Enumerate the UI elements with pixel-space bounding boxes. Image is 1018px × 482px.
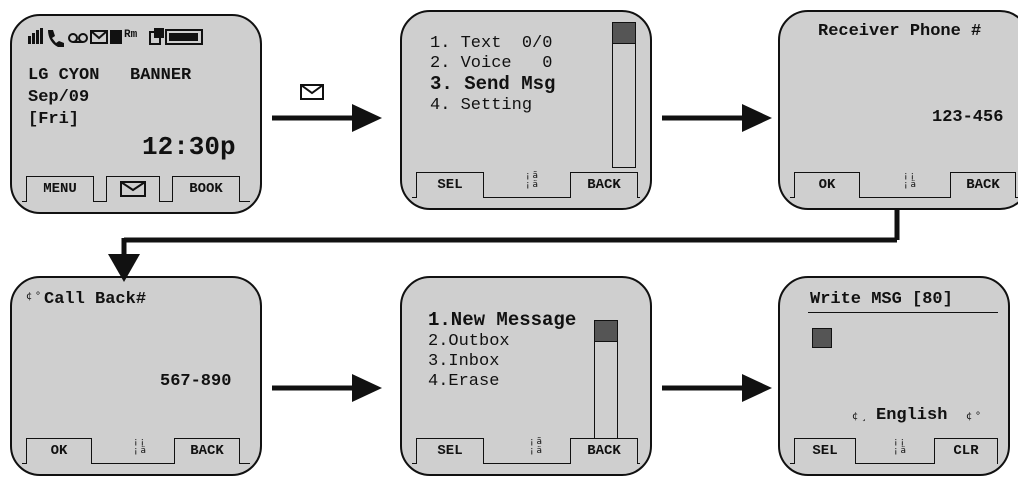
message-menu-screen: 1. Text 0/0 2. Voice 0 3. Send Msg 4. Se… [400, 10, 652, 210]
scrollbar-thumb[interactable] [594, 320, 618, 342]
nav-key-glyph: ¡ ã ¡ ä [530, 437, 542, 456]
arrow-elbow-down [108, 208, 900, 282]
sel-softkey[interactable]: SEL [416, 172, 484, 198]
menu-item-text[interactable]: 1. Text 0/0 [430, 34, 553, 53]
book-softkey[interactable]: BOOK [172, 176, 240, 202]
banner-text: LG CYON BANNER [28, 66, 192, 85]
arrow-right-4 [662, 374, 772, 402]
menu-item-outbox[interactable]: 2.Outbox [428, 332, 510, 351]
text-menu-screen: 1.New Message 2.Outbox 3.Inbox 4.Erase S… [400, 276, 652, 476]
softkey-baseline [412, 463, 640, 464]
callback-title: Call Back# [44, 290, 147, 309]
clock-text: 12:30p [142, 132, 236, 162]
sel-softkey[interactable]: SEL [794, 438, 856, 464]
status-roaming-text: Rm [124, 29, 138, 41]
menu-item-erase[interactable]: 4.Erase [428, 372, 500, 391]
nav-key-glyph: ¡ ã ¡ ä [526, 171, 538, 190]
nav-key-glyph: ¡ ¡ ¡ ä [904, 171, 916, 190]
status-bar-icons [28, 28, 203, 47]
callback-screen: ¢ ° Call Back# 567-890 OK ¡ ¡ ¡ ä BACK [10, 276, 262, 476]
day-text: [Fri] [28, 110, 80, 129]
menu-item-inbox[interactable]: 3.Inbox [428, 352, 500, 371]
write-title: Write MSG [80] [810, 290, 953, 309]
menu-softkey[interactable]: MENU [26, 176, 94, 202]
receiver-number[interactable]: 123-456 [932, 108, 1004, 127]
ok-softkey[interactable]: OK [794, 172, 860, 198]
sel-softkey[interactable]: SEL [416, 438, 484, 464]
date-text: Sep/09 [28, 88, 90, 107]
receiver-screen: Receiver Phone # 123-456 OK ¡ ¡ ¡ ä BACK [778, 10, 1018, 210]
envelope-icon [120, 181, 146, 197]
menu-item-new-message[interactable]: 1.New Message [428, 309, 577, 331]
menu-scrollbar[interactable] [594, 320, 618, 440]
menu-item-setting[interactable]: 4. Setting [430, 96, 533, 115]
title-underline [808, 312, 998, 313]
softkey-baseline [22, 463, 250, 464]
back-softkey[interactable]: BACK [570, 438, 638, 464]
menu-item-send-msg[interactable]: 3. Send Msg [430, 73, 556, 95]
back-softkey[interactable]: BACK [174, 438, 240, 464]
write-message-screen: Write MSG [80] ¢ ¸ English ¢ ° SEL ¡ ¡ ¡… [778, 276, 1010, 476]
message-softkey[interactable] [106, 176, 160, 202]
softkey-baseline [412, 197, 640, 198]
ok-softkey[interactable]: OK [26, 438, 92, 464]
back-softkey[interactable]: BACK [950, 172, 1016, 198]
clr-softkey[interactable]: CLR [934, 438, 998, 464]
callback-number[interactable]: 567-890 [160, 372, 232, 391]
nav-key-glyph: ¡ ¡ ¡ ä [894, 437, 906, 456]
envelope-icon [300, 84, 324, 100]
nav-key-glyph: ¡ ¡ ¡ ä [134, 437, 146, 456]
input-mode-label[interactable]: English [876, 406, 948, 425]
receiver-title: Receiver Phone # [818, 22, 982, 41]
mode-prefix-glyph: ¢ ¸ [852, 411, 867, 422]
callback-glyph: ¢ ° [26, 291, 41, 302]
arrow-right-3 [272, 374, 382, 402]
menu-scrollbar[interactable] [612, 22, 636, 168]
text-cursor[interactable] [812, 328, 832, 348]
softkey-baseline [790, 463, 998, 464]
idle-screen: Rm LG CYON BANNER Sep/09 [Fri] 12:30p ME… [10, 14, 262, 214]
mode-suffix-glyph: ¢ ° [966, 411, 981, 422]
scrollbar-thumb[interactable] [612, 22, 636, 44]
arrow-right-2 [662, 104, 772, 132]
back-softkey[interactable]: BACK [570, 172, 638, 198]
menu-item-voice[interactable]: 2. Voice 0 [430, 54, 553, 73]
arrow-right-1 [272, 104, 382, 132]
softkey-baseline [790, 197, 1018, 198]
